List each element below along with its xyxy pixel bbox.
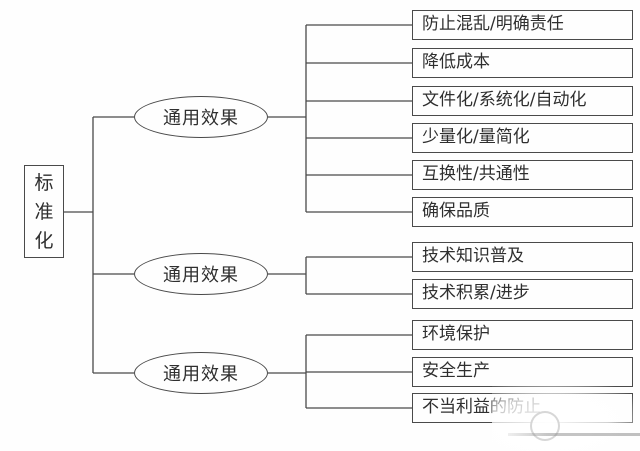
leaf-node-reduce-cost: 降低成本 [412,48,633,78]
leaf-node-interchangeability: 互换性/共通性 [412,160,633,190]
leaf-node-environmental-protection: 环境保护 [412,320,633,350]
leaf-node-technical-progress: 技术积累/进步 [412,279,633,309]
category-ellipse-2: 通用效果 [134,253,268,295]
root-node: 标准化 [24,165,64,258]
leaf-node-ensure-quality: 确保品质 [412,197,633,227]
leaf-node-production-safety: 安全生产 [412,357,633,387]
connector-line-group [64,24,412,409]
category-ellipse-1: 通用效果 [134,96,268,138]
leaf-node-documentation: 文件化/系统化/自动化 [412,86,633,116]
leaf-node-prevent-confusion: 防止混乱/明确责任 [412,10,633,40]
category-ellipse-3: 通用效果 [134,352,268,394]
leaf-node-simplification: 少量化/量简化 [412,123,633,153]
leaf-node-prevent-improper-benefit: 不当利益的防止 [412,393,633,423]
leaf-node-knowledge-popularization: 技术知识普及 [412,242,633,272]
